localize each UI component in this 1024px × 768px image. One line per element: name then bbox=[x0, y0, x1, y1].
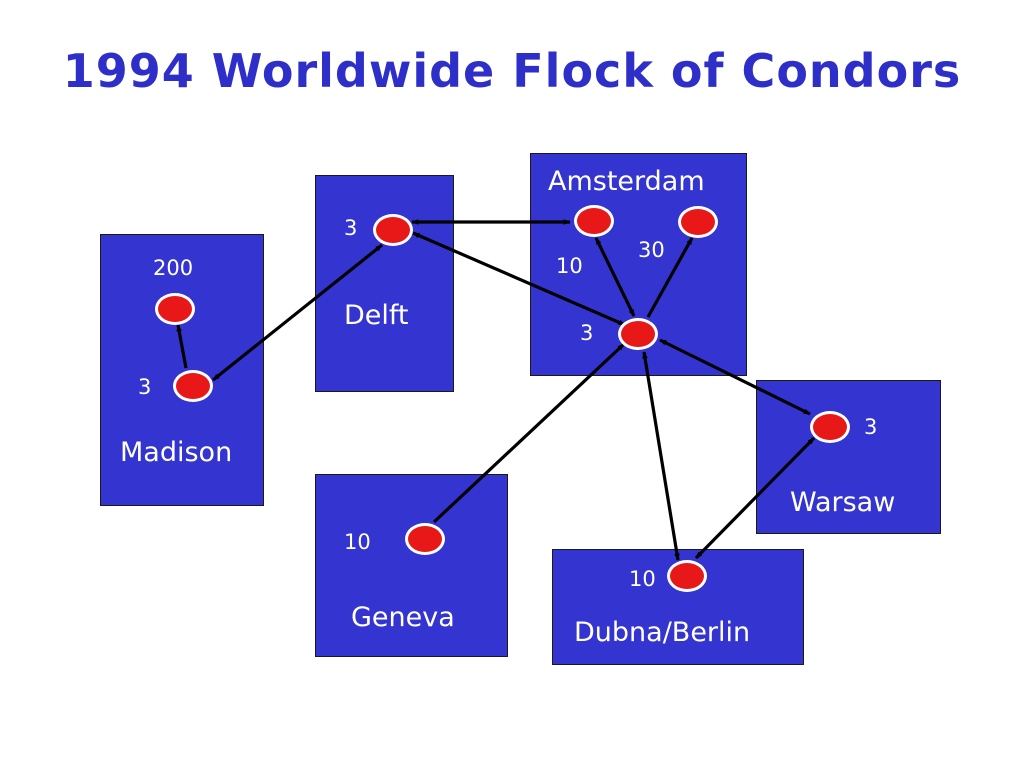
link-amsterdam-gateway-pool-b bbox=[646, 237, 694, 318]
link-delft-amsterdam-gateway bbox=[412, 231, 626, 327]
link-madison-delft bbox=[212, 243, 383, 382]
condor-node-madison-gateway bbox=[173, 370, 213, 402]
condor-node-dubna-berlin-pool bbox=[667, 560, 707, 592]
count-warsaw-gateway: 3 bbox=[864, 415, 878, 439]
link-geneva-amsterdam bbox=[432, 342, 626, 524]
count-dubna-berlin-pool: 10 bbox=[629, 567, 656, 591]
link-warsaw-dubna-berlin bbox=[694, 436, 816, 560]
condor-node-warsaw-gateway bbox=[810, 411, 850, 443]
count-delft-gateway: 3 bbox=[344, 216, 358, 240]
count-madison-central: 200 bbox=[153, 256, 194, 280]
site-name-geneva: Geneva bbox=[351, 602, 455, 633]
condor-node-geneva-pool bbox=[405, 523, 445, 555]
condor-node-amsterdam-gateway bbox=[618, 318, 658, 350]
count-madison-gateway: 3 bbox=[138, 375, 152, 399]
count-geneva-pool: 10 bbox=[344, 530, 371, 554]
condor-node-amsterdam-pool-a bbox=[574, 205, 614, 237]
count-amsterdam-gateway: 3 bbox=[580, 321, 594, 345]
site-name-dubna-berlin: Dubna/Berlin bbox=[574, 617, 751, 648]
count-amsterdam-pool-b: 30 bbox=[638, 238, 665, 262]
link-madison-internal bbox=[176, 324, 188, 369]
condor-node-madison-central bbox=[155, 293, 195, 325]
condor-node-amsterdam-pool-b bbox=[678, 206, 718, 238]
link-amsterdam-warsaw bbox=[659, 338, 811, 416]
site-name-amsterdam: Amsterdam bbox=[548, 166, 705, 197]
site-name-madison: Madison bbox=[120, 437, 233, 468]
site-box-geneva bbox=[315, 474, 508, 657]
condor-node-delft-gateway bbox=[373, 214, 413, 246]
slide-title: 1994 Worldwide Flock of Condors bbox=[62, 44, 962, 98]
link-amsterdam-dubna-berlin bbox=[642, 351, 680, 561]
link-amsterdam-gateway-pool-a bbox=[594, 237, 636, 317]
